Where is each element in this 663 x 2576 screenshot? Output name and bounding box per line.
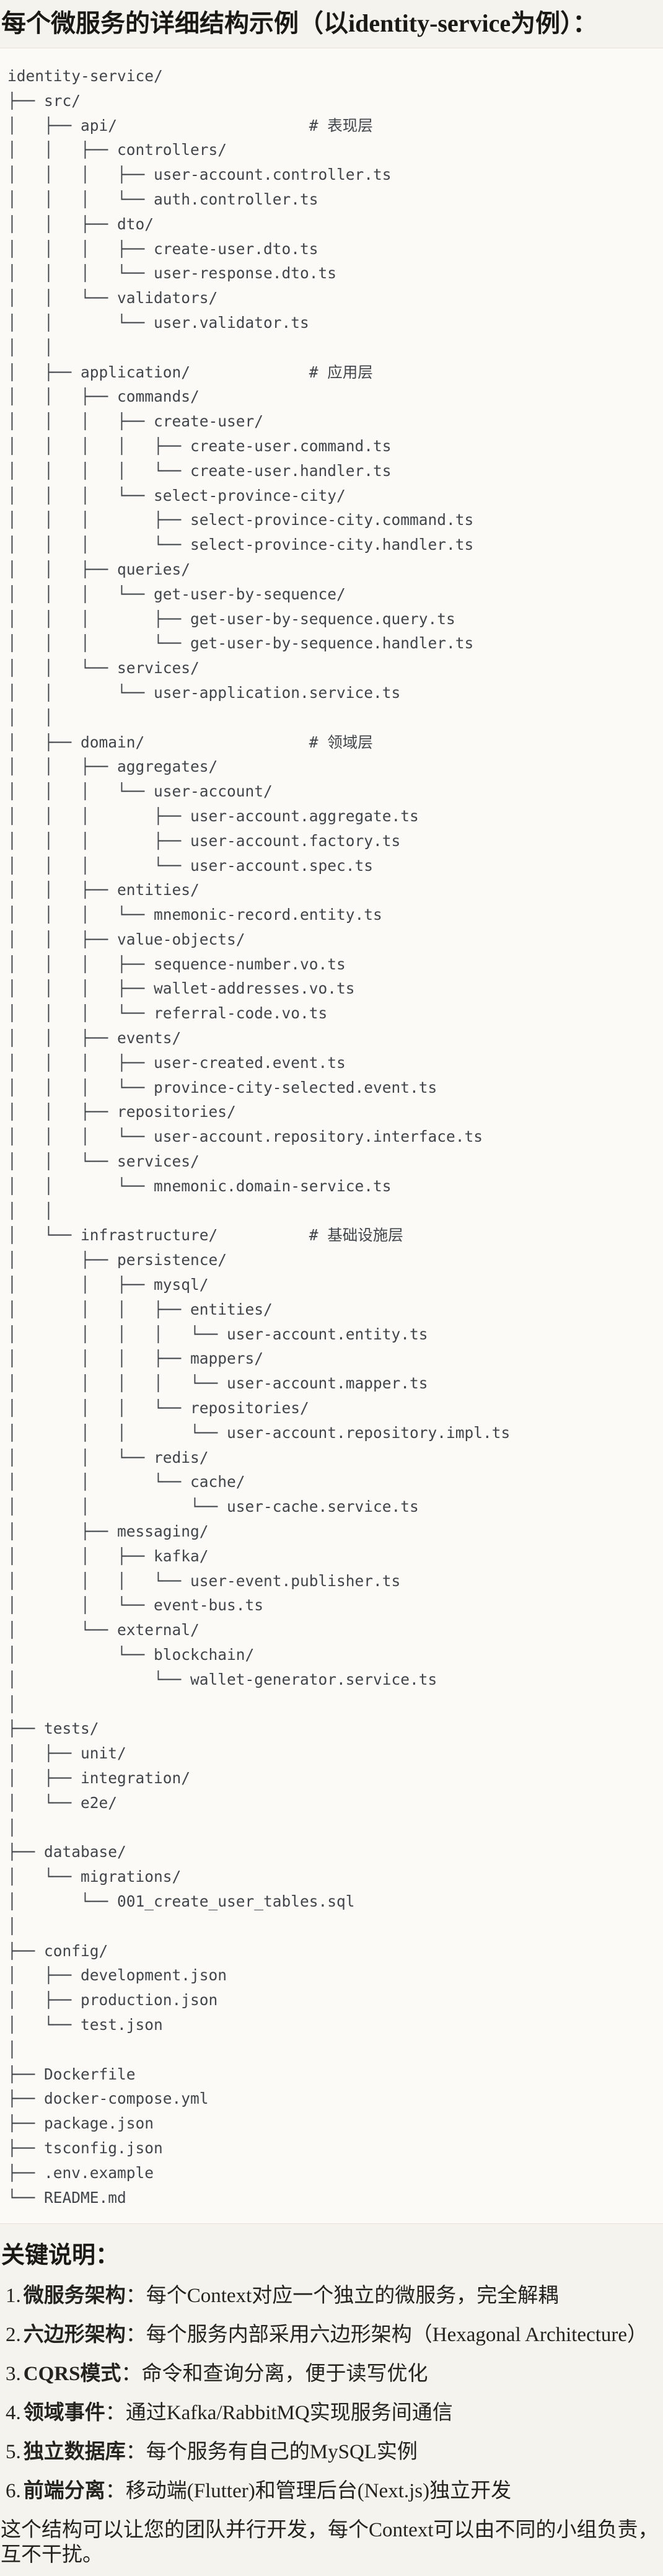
notes-heading: 关键说明：: [1, 2243, 120, 2269]
note-label: 前端分离: [23, 2480, 105, 2503]
note-label: 领域事件: [23, 2402, 105, 2425]
note-text: ：命令和查询分离，便于读写优化: [121, 2363, 428, 2386]
note-number: 2.: [6, 2324, 21, 2347]
directory-tree-block: identity-service/ ├── src/ │ ├── api/ # …: [0, 48, 663, 2225]
note-number: 6.: [6, 2480, 21, 2503]
note-label: CQRS模式: [23, 2363, 121, 2386]
note-text: ：通过Kafka/RabbitMQ实现服务间通信: [105, 2402, 453, 2425]
note-text: ：每个服务有自己的MySQL实例: [125, 2441, 418, 2464]
note-label: 独立数据库: [23, 2441, 126, 2464]
note-item-1: 1.微服务架构：每个Context对应一个独立的微服务，完全解耦: [6, 2283, 663, 2308]
notes-list: 1.微服务架构：每个Context对应一个独立的微服务，完全解耦 2.六边形架构…: [0, 2283, 663, 2503]
note-label: 微服务架构: [23, 2285, 126, 2308]
note-item-3: 3.CQRS模式：命令和查询分离，便于读写优化: [6, 2362, 663, 2386]
closing-paragraph: 这个结构可以让您的团队并行开发，每个Context可以由不同的小组负责，互不干扰…: [1, 2519, 659, 2567]
note-number: 1.: [6, 2285, 21, 2308]
note-text: ：每个服务内部采用六边形架构（Hexagonal Architecture）: [125, 2324, 648, 2347]
note-item-6: 6.前端分离：移动端(Flutter)和管理后台(Next.js)独立开发: [6, 2479, 663, 2503]
note-number: 5.: [6, 2441, 21, 2464]
note-text: ：移动端(Flutter)和管理后台(Next.js)独立开发: [105, 2480, 512, 2503]
note-item-4: 4.领域事件：通过Kafka/RabbitMQ实现服务间通信: [6, 2401, 663, 2425]
note-item-5: 5.独立数据库：每个服务有自己的MySQL实例: [6, 2440, 663, 2464]
note-item-2: 2.六边形架构：每个服务内部采用六边形架构（Hexagonal Architec…: [6, 2322, 663, 2347]
note-number: 4.: [6, 2402, 21, 2425]
page-title: 每个微服务的详细结构示例（以identity-service为例）：: [1, 9, 598, 37]
note-number: 3.: [6, 2363, 21, 2386]
note-label: 六边形架构: [23, 2324, 126, 2347]
directory-tree: identity-service/ ├── src/ │ ├── api/ # …: [7, 67, 511, 2207]
note-text: ：每个Context对应一个独立的微服务，完全解耦: [125, 2285, 559, 2308]
